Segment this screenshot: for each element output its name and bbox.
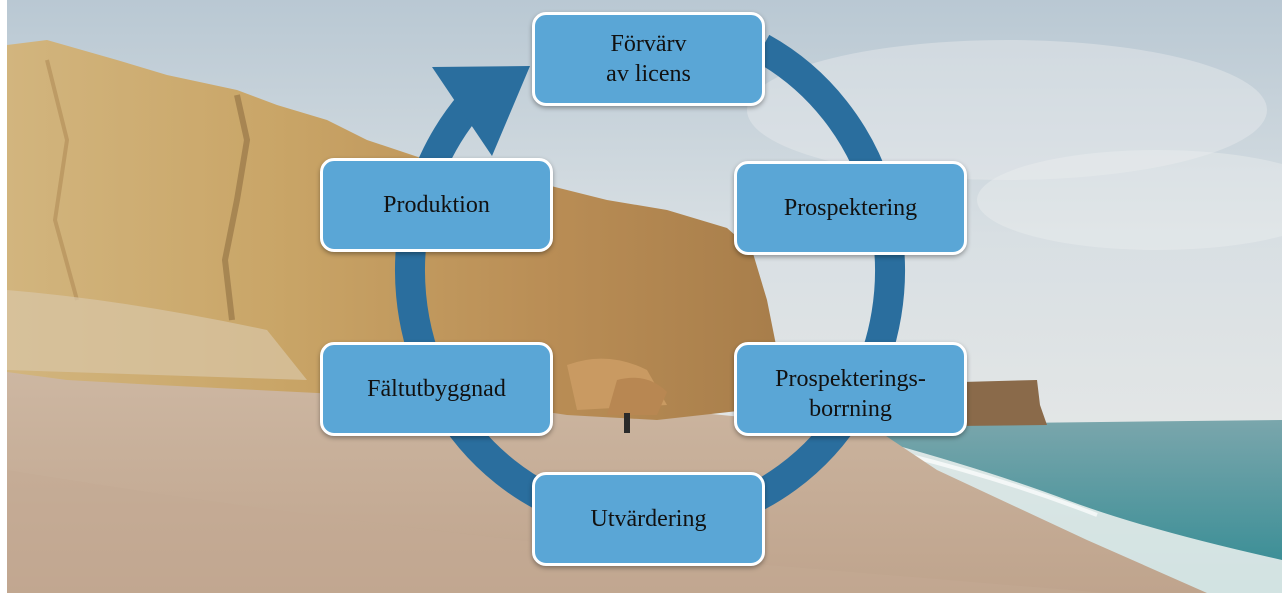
step-utvardering[interactable]: Utvärdering [532,472,765,566]
cloud [747,40,1267,180]
wave-line [906,453,1098,517]
step-label: Prospektering [783,195,918,221]
distant-headland [957,380,1047,426]
boulder [607,377,667,415]
cliff-crevice [221,94,251,321]
step-prospektering[interactable]: Prospektering [734,161,967,255]
step-label-line: Prospekterings- [775,366,926,392]
step-label: Utvärdering [590,506,707,532]
cliff-crevice [45,59,79,301]
step-label: Produktion [383,192,490,218]
cloud [977,150,1282,250]
step-forvarv-av-licens[interactable]: Förvärv av licens [532,12,765,106]
step-faltutbyggnad[interactable]: Fältutbyggnad [320,342,553,436]
surf [877,440,1282,593]
step-produktion[interactable]: Produktion [320,158,553,252]
step-label-line: Förvärv [610,31,687,57]
step-label-line: borrning [809,396,892,422]
step-label-line: av licens [606,61,691,87]
step-label: Fältutbyggnad [367,376,506,402]
sand-dune [7,290,307,380]
wet-sand [7,470,1107,593]
cycle-arrowhead [432,66,530,156]
person-silhouette [624,413,630,433]
step-label: Prospekterings- borrning [775,354,926,424]
diagram-canvas: Förvärv av licens Prospektering Prospekt… [7,0,1282,593]
step-label: Förvärv av licens [606,29,691,89]
step-prospekteringsborrning[interactable]: Prospekterings- borrning [734,342,967,436]
